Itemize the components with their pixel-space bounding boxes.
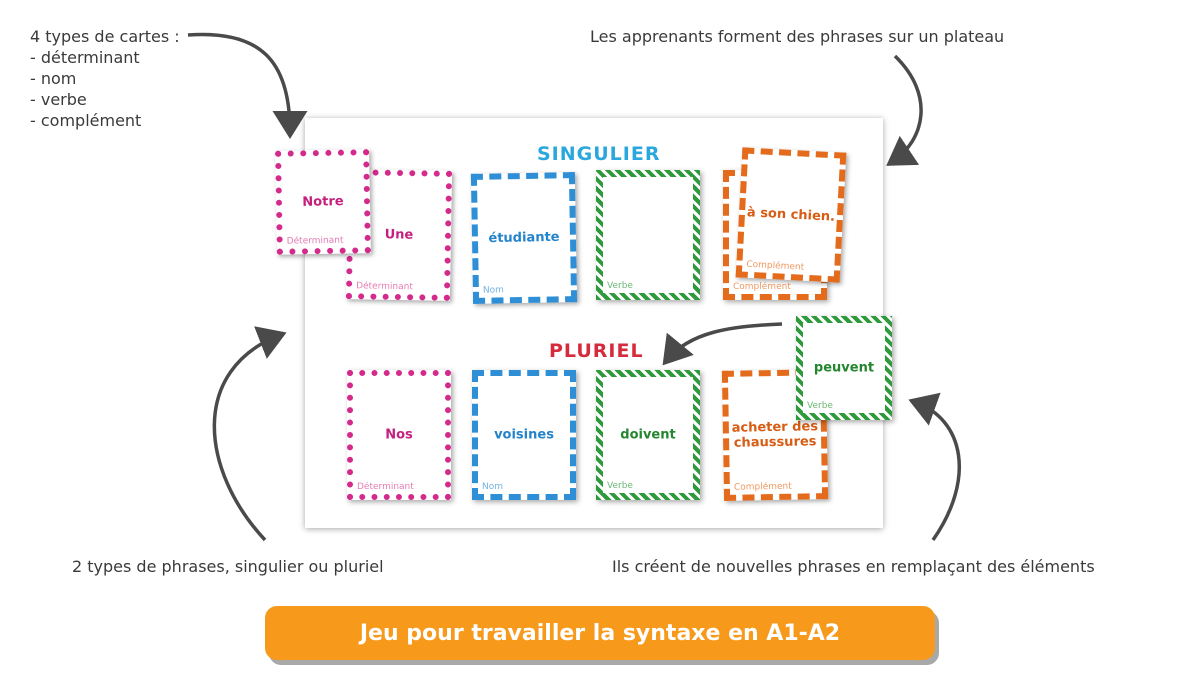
game-board: SINGULIER PLURIEL Une Déterminant étudia… bbox=[305, 118, 883, 528]
card-word: peuvent bbox=[813, 360, 875, 376]
card-son-chien[interactable]: à son chien. Complément bbox=[735, 147, 847, 283]
note-replace-elements: Ils créent de nouvelles phrases en rempl… bbox=[612, 557, 1095, 576]
arrow-sentence-types bbox=[212, 326, 287, 542]
card-type-label: Nom bbox=[482, 482, 504, 492]
note-line-determinant: - déterminant bbox=[30, 48, 140, 67]
note-sentence-types: 2 types de phrases, singulier ou pluriel bbox=[72, 557, 384, 576]
card-type-label: Complément bbox=[733, 481, 792, 493]
title-banner: Jeu pour travailler la syntaxe en A1-A2 bbox=[265, 606, 935, 660]
card-type-label: Nom bbox=[482, 285, 505, 296]
singular-title: SINGULIER bbox=[537, 143, 661, 165]
card-type-label: Verbe bbox=[607, 281, 633, 291]
note-line-verbe: - verbe bbox=[30, 90, 87, 109]
card-notre[interactable]: Notre Déterminant bbox=[275, 149, 371, 255]
card-type-label: Complément bbox=[733, 282, 791, 292]
card-word: Nos bbox=[385, 427, 413, 443]
card-type-label: Déterminant bbox=[356, 281, 413, 293]
card-voisines[interactable]: voisines Nom bbox=[472, 370, 576, 500]
card-peuvent[interactable]: peuvent Verbe bbox=[796, 316, 892, 420]
card-word: à son chien. bbox=[746, 205, 836, 225]
card-nos[interactable]: Nos Déterminant bbox=[347, 370, 451, 500]
card-word: doivent bbox=[620, 427, 676, 443]
card-word: acheter des chaussures bbox=[731, 419, 819, 451]
note-card-types-heading: 4 types de cartes : bbox=[30, 27, 180, 46]
card-doivent[interactable]: doivent Verbe bbox=[596, 370, 700, 500]
card-word: Notre bbox=[302, 194, 344, 210]
card-verbe-blank[interactable]: Verbe bbox=[596, 170, 700, 300]
note-board: Les apprenants forment des phrases sur u… bbox=[590, 27, 1005, 46]
card-type-label: Complément bbox=[746, 259, 805, 273]
card-type-label: Verbe bbox=[807, 401, 833, 411]
card-type-label: Déterminant bbox=[286, 235, 344, 247]
arrow-card-types bbox=[187, 32, 308, 139]
card-type-label: Verbe bbox=[607, 481, 633, 491]
card-word: étudiante bbox=[488, 229, 560, 247]
title-banner-label: Jeu pour travailler la syntaxe en A1-A2 bbox=[359, 620, 841, 646]
card-type-label: Déterminant bbox=[357, 482, 414, 492]
plural-title: PLURIEL bbox=[549, 340, 644, 362]
arrow-replace-elements bbox=[908, 392, 962, 542]
arrow-board bbox=[886, 54, 923, 166]
note-card-types: 4 types de cartes : - déterminant - nom … bbox=[30, 26, 180, 131]
card-word: voisines bbox=[494, 427, 554, 443]
card-etudiante[interactable]: étudiante Nom bbox=[470, 172, 578, 304]
note-line-complement: - complément bbox=[30, 111, 142, 130]
note-line-nom: - nom bbox=[30, 69, 77, 88]
